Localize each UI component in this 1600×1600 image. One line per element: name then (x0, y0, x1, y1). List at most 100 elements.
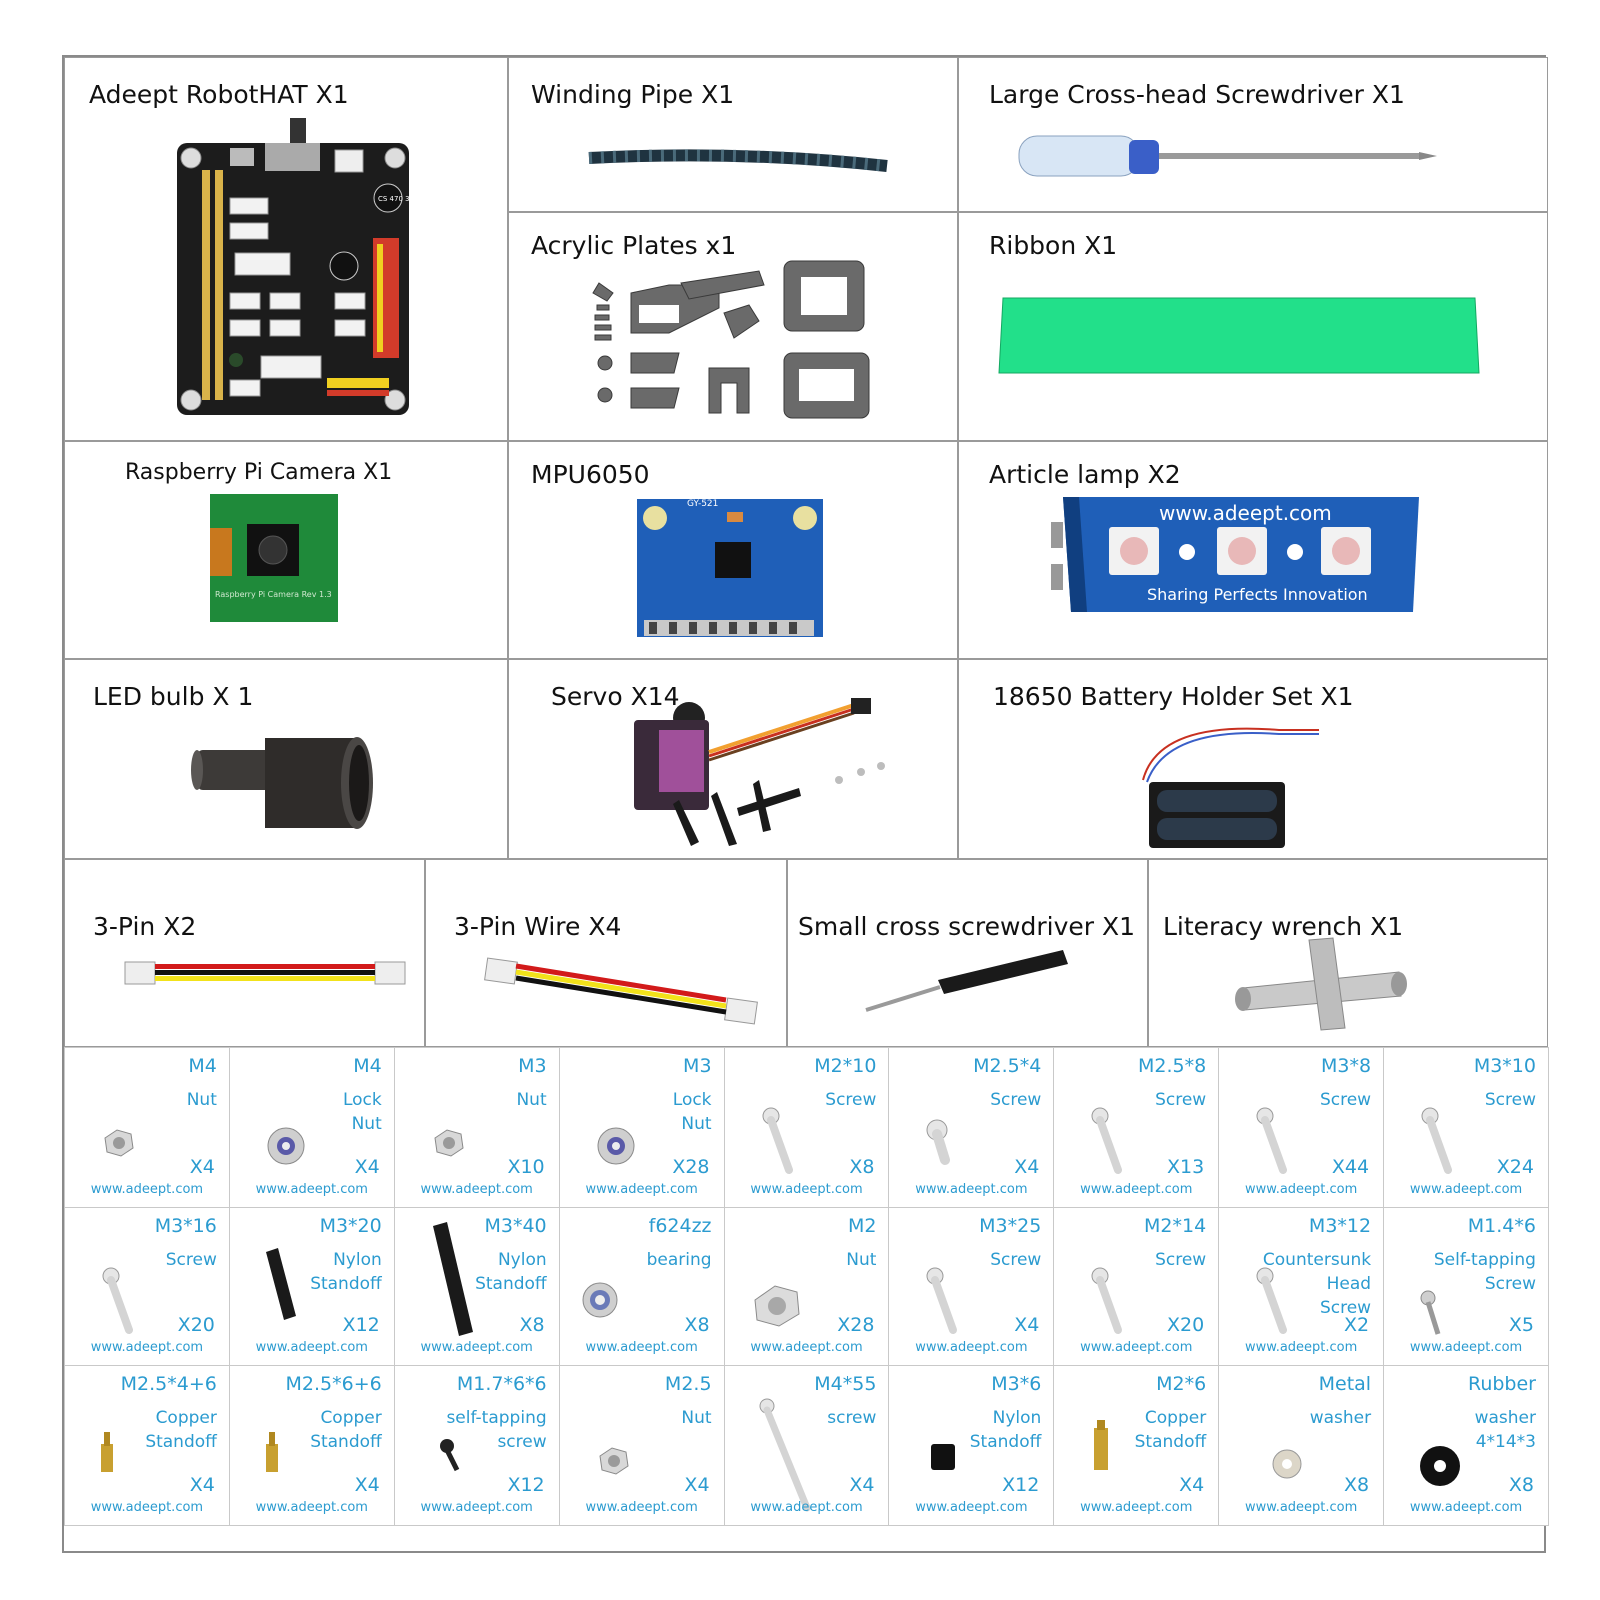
hardware-size: M4 (188, 1055, 217, 1077)
hardware-size: M2 (847, 1215, 877, 1237)
website-label: www.adeept.com (1245, 1340, 1358, 1355)
website-label: www.adeept.com (1245, 1182, 1358, 1197)
hardware-size: M3*25 (979, 1215, 1042, 1237)
hardware-desc: washer (1309, 1408, 1372, 1428)
website-label: www.adeept.com (585, 1500, 698, 1515)
website-label: www.adeept.com (915, 1340, 1028, 1355)
hardware-part-image (101, 1432, 113, 1472)
hardware-desc: Screw (1319, 1090, 1372, 1110)
hardware-quantity: X20 (1167, 1314, 1205, 1336)
hardware-part-image (434, 1129, 464, 1157)
item-three-pin: 3-Pin X2 (64, 859, 425, 1047)
item-winding-pipe: Winding Pipe X1 (508, 57, 958, 212)
hardware-desc: Standoff (145, 1432, 217, 1452)
item-ribbon: Ribbon X1 (958, 212, 1548, 441)
website-label: www.adeept.com (420, 1182, 533, 1197)
hardware-size: M3*6 (991, 1373, 1042, 1395)
item-article-lamp: Article lamp X2 www.adeept.com Sharing P… (958, 441, 1548, 659)
svg-text:GY-521: GY-521 (687, 499, 718, 509)
hardware-part-image (1091, 1267, 1123, 1334)
website-label: www.adeept.com (255, 1182, 368, 1197)
robothat-board-image: CS 470 35V (177, 118, 419, 415)
hardware-part-image (762, 1107, 793, 1174)
hardware-desc: Standoff (310, 1274, 382, 1294)
item-large-screwdriver: Large Cross-head Screwdriver X1 (958, 57, 1548, 212)
hardware-part-image (1421, 1107, 1453, 1174)
website-label: www.adeept.com (915, 1182, 1028, 1197)
hardware-desc: screw (497, 1432, 547, 1452)
item-title: Acrylic Plates x1 (531, 231, 737, 260)
website-label: www.adeept.com (1245, 1500, 1358, 1515)
hardware-part-image (432, 1222, 473, 1336)
item-small-screwdriver: Small cross screwdriver X1 (787, 859, 1148, 1047)
hardware-size: M4 (353, 1055, 382, 1077)
small-screwdriver-image (865, 950, 1068, 1012)
hardware-desc: Copper (320, 1408, 382, 1428)
hardware-desc: 4*14*3 (1475, 1432, 1536, 1452)
hardware-desc: Screw (1484, 1090, 1536, 1110)
three-pin-cable-image (124, 961, 406, 985)
hardware-size: M4*55 (814, 1373, 877, 1395)
hardware-size: M2.5 (664, 1373, 712, 1395)
website-label: www.adeept.com (750, 1340, 863, 1355)
hardware-part-image (1256, 1107, 1288, 1174)
item-title: Large Cross-head Screwdriver X1 (989, 80, 1405, 109)
hardware-part-image (267, 1127, 305, 1165)
item-led-bulb: LED bulb X 1 (64, 659, 508, 859)
svg-text:Sharing Perfects Innovation: Sharing Perfects Innovation (1147, 585, 1368, 604)
hardware-part-image (1094, 1420, 1109, 1470)
hardware-desc: Copper (155, 1408, 217, 1428)
item-wrench: Literacy wrench X1 (1148, 859, 1548, 1047)
hardware-quantity: X4 (189, 1474, 215, 1496)
hardware-part-image (1420, 1446, 1461, 1486)
hardware-part-image (265, 1248, 296, 1320)
hardware-desc: Standoff (475, 1274, 547, 1294)
hardware-size: M1.7*6*6 (456, 1373, 547, 1395)
hardware-quantity: X24 (1496, 1156, 1534, 1178)
hardware-quantity: X12 (1002, 1474, 1040, 1496)
item-acrylic-plates: Acrylic Plates x1 (508, 212, 958, 441)
item-title: Ribbon X1 (989, 231, 1118, 260)
hardware-quantity: X4 (189, 1156, 215, 1178)
hardware-size: M3*12 (1308, 1215, 1372, 1237)
hardware-desc: Screw (825, 1090, 877, 1110)
website-label: www.adeept.com (750, 1182, 863, 1197)
winding-pipe-image (588, 149, 888, 172)
hardware-desc: Lock (342, 1090, 382, 1110)
website-label: www.adeept.com (585, 1182, 698, 1197)
hardware-quantity: X8 (1343, 1474, 1370, 1496)
hardware-desc: Standoff (969, 1432, 1042, 1452)
hardware-quantity: X12 (507, 1474, 545, 1496)
website-label: www.adeept.com (90, 1182, 204, 1197)
hardware-desc: Screw (1155, 1090, 1207, 1110)
item-title: Winding Pipe X1 (531, 80, 735, 109)
item-title: Raspberry Pi Camera X1 (125, 460, 393, 485)
hardware-quantity: X4 (1014, 1156, 1040, 1178)
svg-text:CS 470 35V: CS 470 35V (378, 195, 419, 203)
hardware-size: M2*6 (1156, 1373, 1207, 1395)
item-title: MPU6050 (531, 460, 650, 489)
hardware-part-image (1420, 1290, 1441, 1335)
hardware-desc: Screw (1155, 1250, 1207, 1270)
hardware-quantity: X4 (1014, 1314, 1040, 1336)
svg-text:www.adeept.com: www.adeept.com (1159, 501, 1332, 525)
hardware-quantity: X8 (684, 1314, 710, 1336)
website-label: www.adeept.com (750, 1500, 863, 1515)
website-label: www.adeept.com (90, 1500, 204, 1515)
hardware-quantity: X28 (837, 1314, 875, 1336)
hardware-quantity: X4 (354, 1474, 380, 1496)
literacy-wrench-image (1235, 937, 1407, 1031)
hardware-desc: Screw (990, 1250, 1042, 1270)
